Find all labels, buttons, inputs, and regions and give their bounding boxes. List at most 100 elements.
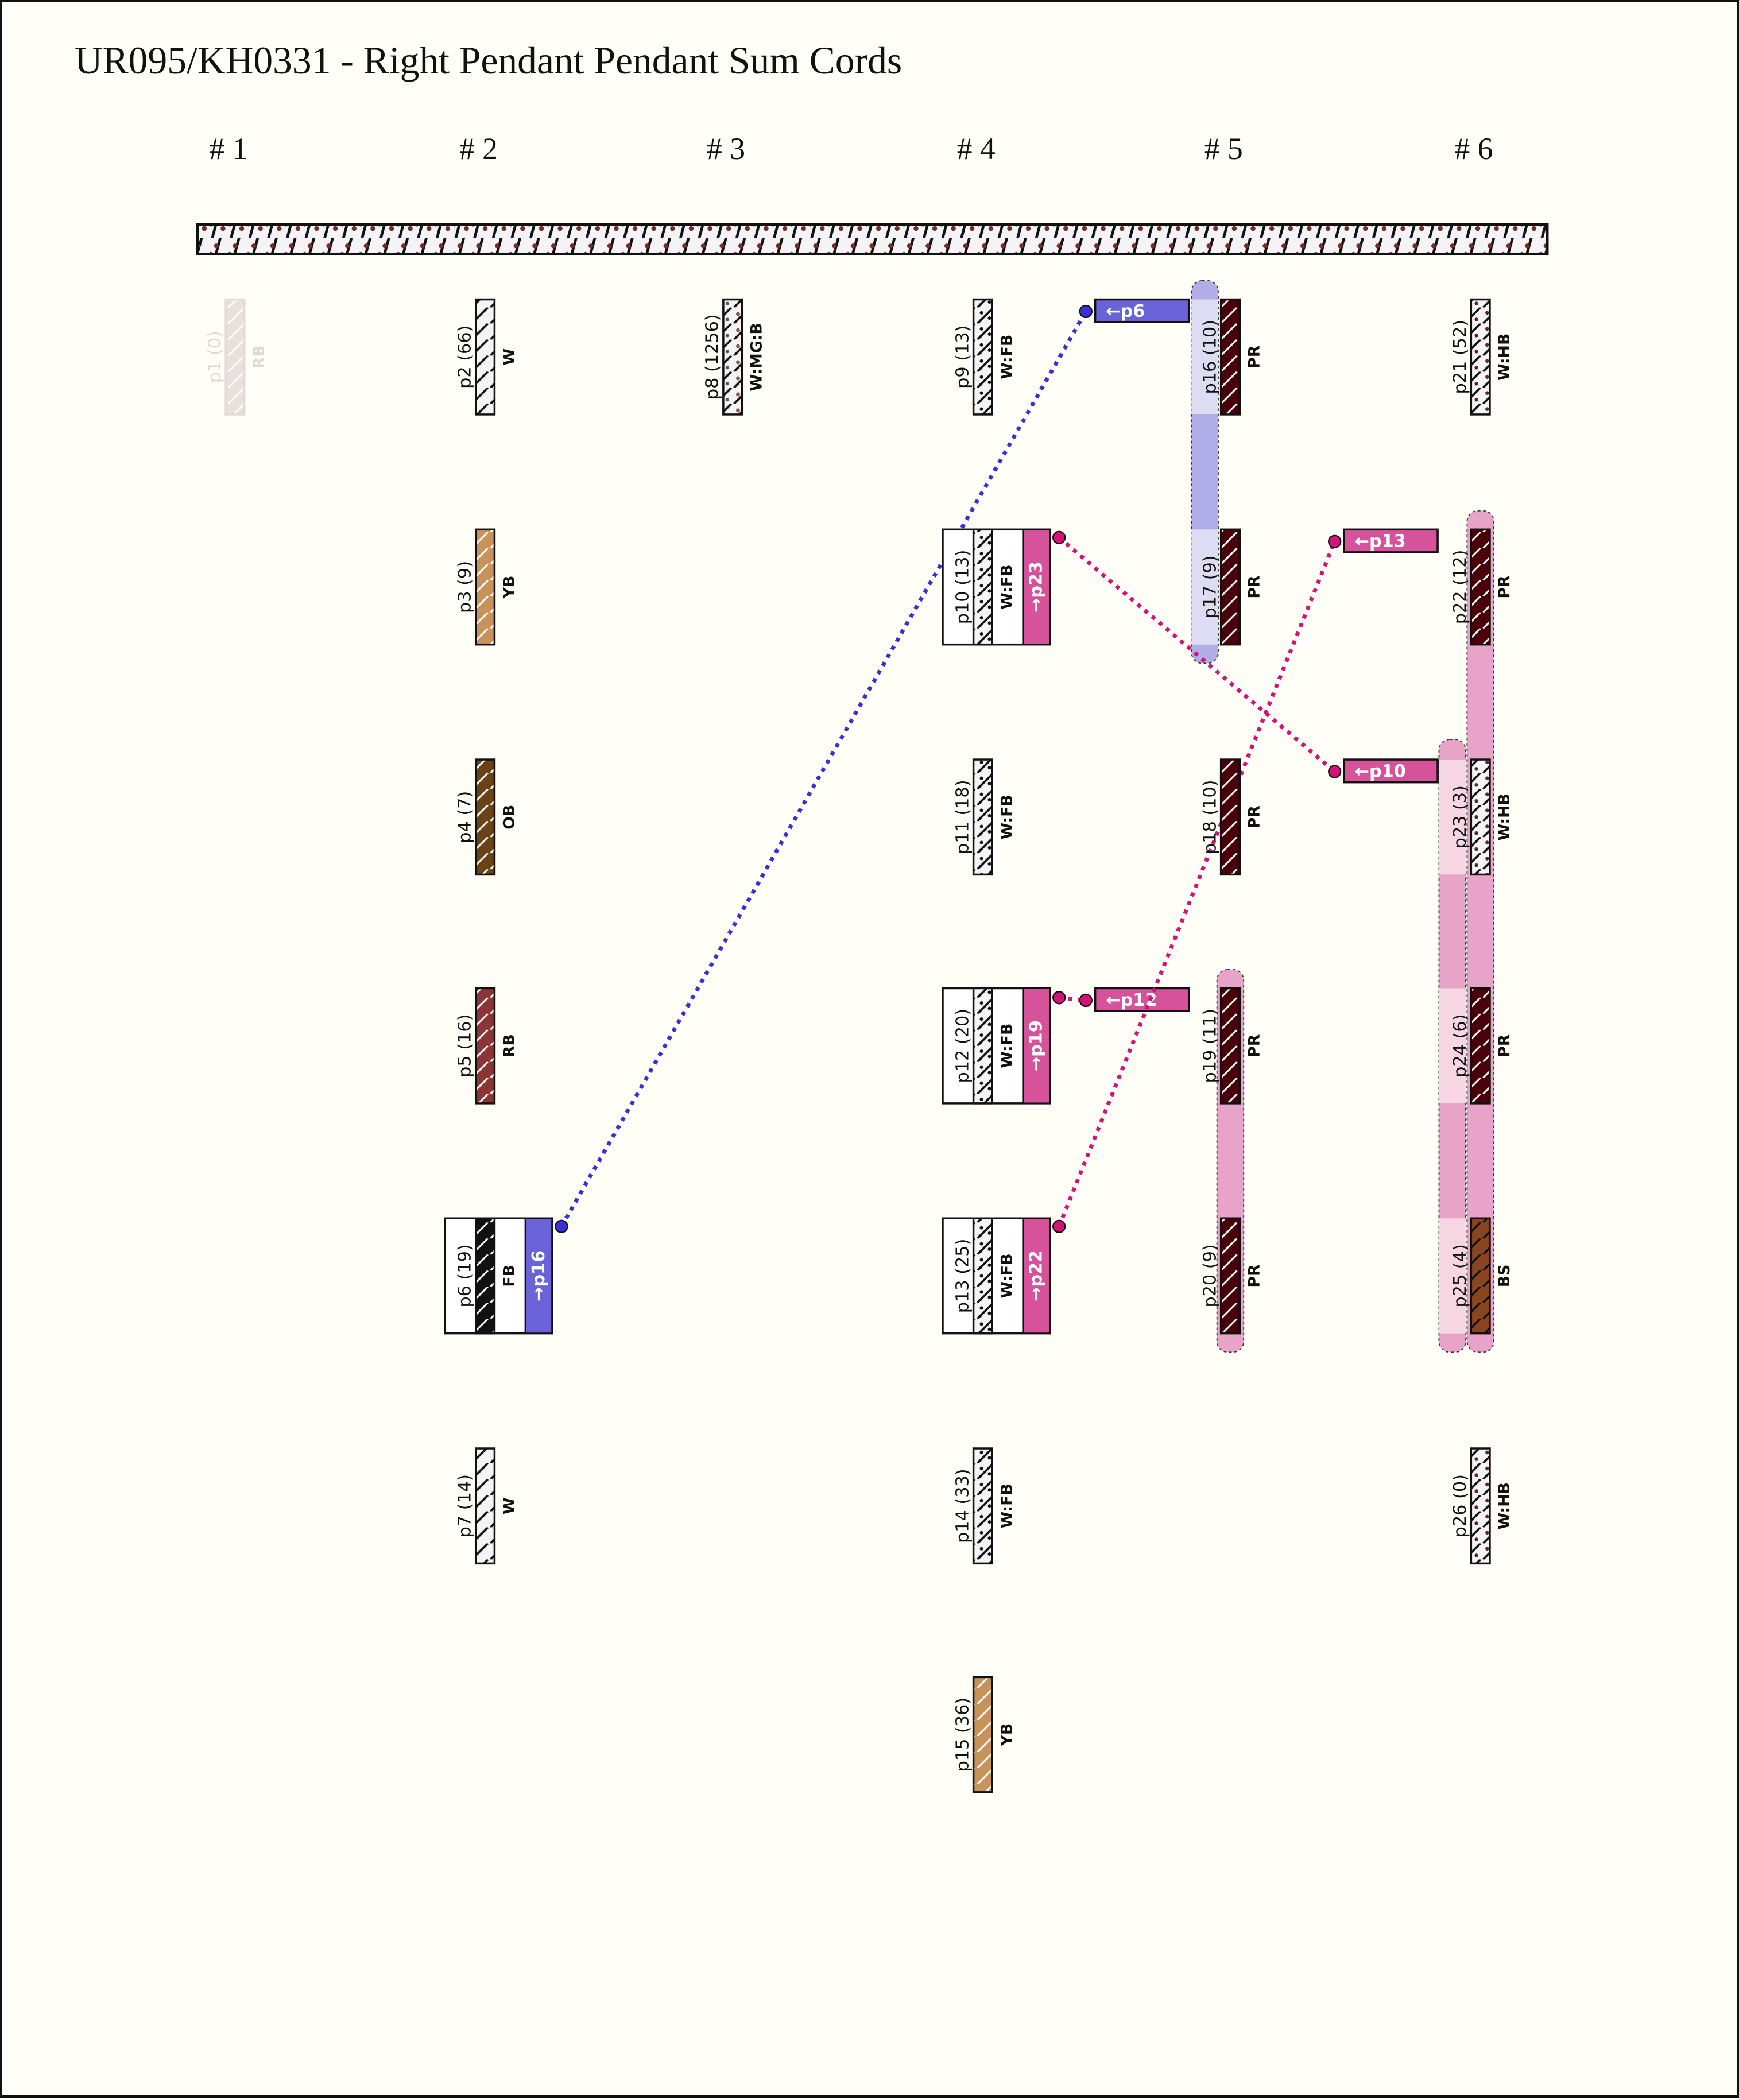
cord-p4[interactable]: p4 (7)OB bbox=[455, 758, 518, 876]
sum-link-line bbox=[1057, 540, 1337, 1227]
cord-p11[interactable]: p11 (18)W:FB bbox=[952, 758, 1016, 876]
cord-swatch[interactable] bbox=[972, 1217, 993, 1335]
cord-color-code: BS bbox=[1496, 1265, 1513, 1288]
cord-p25[interactable]: p25 (4) BS bbox=[1450, 1217, 1513, 1335]
cord-swatch[interactable] bbox=[972, 528, 993, 646]
cord-p18[interactable]: p18 (10)PR bbox=[1200, 758, 1263, 876]
group-header: # 1 bbox=[209, 131, 247, 166]
cord-p2[interactable]: p2 (66)W bbox=[455, 298, 518, 416]
cord-color-code: W:HB bbox=[1496, 334, 1513, 381]
sum-links: ←p6←p10←p12←p13 bbox=[559, 298, 1439, 1227]
cord-swatch[interactable] bbox=[972, 758, 993, 876]
cord-swatch[interactable] bbox=[1219, 528, 1241, 646]
cord-p8[interactable]: p8 (1256) W:MG:B bbox=[703, 298, 766, 416]
cord-label: p23 (3) bbox=[1450, 785, 1470, 848]
cord-color-code: PR bbox=[1245, 345, 1263, 369]
cord-label: p8 (1256) bbox=[703, 314, 723, 400]
cord-color-code: YB bbox=[501, 576, 518, 599]
cord-swatch[interactable] bbox=[1470, 528, 1491, 646]
cord-swatch[interactable] bbox=[1470, 758, 1491, 876]
sum-source-tag[interactable] bbox=[1094, 298, 1190, 323]
sum-target-tag bbox=[1022, 1217, 1051, 1335]
primary-cord[interactable] bbox=[196, 223, 1549, 255]
sum-band-p22-p25 bbox=[1466, 510, 1494, 1353]
cord-p17[interactable]: p17 (9)PR bbox=[1200, 528, 1263, 646]
cord-swatch[interactable] bbox=[475, 298, 496, 416]
cord-color-code: W:FB bbox=[998, 1483, 1016, 1528]
sum-source-label: ←p13 bbox=[1355, 532, 1406, 552]
cord-color-code: W:MG:B bbox=[748, 323, 766, 391]
sum-target-label: →p19 bbox=[1027, 1020, 1047, 1071]
cord-label: p24 (6) bbox=[1450, 1014, 1470, 1078]
cord-swatch[interactable] bbox=[1470, 1217, 1491, 1335]
cord-p26[interactable]: p26 (0)W:HB bbox=[1450, 1447, 1513, 1565]
sum-target-label: →p23 bbox=[1027, 561, 1047, 613]
sum-target-tag bbox=[524, 1217, 553, 1335]
band-highlight bbox=[1439, 988, 1466, 1103]
cord-swatch[interactable] bbox=[224, 298, 246, 416]
cord-p7[interactable]: p7 (14)W bbox=[455, 1447, 518, 1565]
cord-label: p17 (9) bbox=[1200, 555, 1220, 618]
sum-link-line bbox=[1058, 536, 1336, 773]
cord-p1[interactable]: p1 (0)RB bbox=[205, 298, 268, 416]
sum-source-tag[interactable] bbox=[1094, 987, 1190, 1012]
sum-target-tag bbox=[1022, 987, 1051, 1105]
band-highlight bbox=[1191, 299, 1218, 414]
cord-swatch[interactable] bbox=[1470, 1447, 1491, 1565]
band-highlight bbox=[1439, 760, 1466, 875]
cord-color-code: PR bbox=[1245, 1034, 1263, 1057]
sum-source-tag[interactable] bbox=[1343, 758, 1439, 784]
cord-color-code: W bbox=[501, 1497, 518, 1514]
cord-swatch[interactable] bbox=[475, 1447, 496, 1565]
cord-swatch[interactable] bbox=[1219, 1217, 1241, 1335]
group-header: # 5 bbox=[1204, 131, 1243, 166]
cord-p21[interactable]: p21 (52)W:HB bbox=[1450, 298, 1513, 416]
link-dot bbox=[1328, 765, 1342, 778]
cord-p16[interactable]: p16 (10)PR bbox=[1200, 298, 1263, 416]
cord-p3[interactable]: p3 (9)YB bbox=[455, 528, 518, 646]
cord-p14[interactable]: p14 (33) W:FB bbox=[952, 1447, 1016, 1565]
cord-p22[interactable]: p22 (12)PR bbox=[1450, 528, 1513, 646]
cord-swatch[interactable] bbox=[1470, 298, 1491, 416]
group-header: # 4 bbox=[957, 131, 996, 166]
cord-color-code: PR bbox=[1245, 805, 1263, 829]
cord-label: p25 (4) bbox=[1450, 1244, 1470, 1307]
group-header: # 3 bbox=[707, 131, 745, 166]
sum-source-tag[interactable] bbox=[1343, 528, 1439, 553]
cord-color-code: W:HB bbox=[1496, 1482, 1513, 1529]
cord-p19[interactable]: p19 (11)PR bbox=[1200, 987, 1263, 1105]
cord-swatch[interactable] bbox=[1470, 987, 1491, 1105]
cord-p5[interactable]: p5 (16)RB bbox=[455, 987, 518, 1105]
cord-label: p20 (9) bbox=[1200, 1244, 1220, 1307]
cord-swatch[interactable] bbox=[475, 758, 496, 876]
link-dot bbox=[1052, 1219, 1066, 1233]
cord-p9[interactable]: p9 (13)W:FB bbox=[952, 298, 1016, 416]
sum-target-label: →p16 bbox=[529, 1250, 549, 1301]
cord-p23[interactable]: p23 (3)W:HB bbox=[1450, 758, 1513, 876]
cord-label: p22 (12) bbox=[1450, 550, 1470, 625]
cord-swatch[interactable] bbox=[972, 1676, 993, 1793]
group-headers: # 1# 2# 3# 4# 5# 6 bbox=[209, 131, 1493, 166]
cord-swatch[interactable] bbox=[1219, 987, 1241, 1105]
sum-target-tag bbox=[1022, 528, 1051, 646]
cord-p24[interactable]: p24 (6)PR bbox=[1450, 987, 1513, 1105]
cord-swatch[interactable] bbox=[475, 987, 496, 1105]
cord-color-code: FB bbox=[501, 1265, 518, 1287]
cord-color-code: W:FB bbox=[998, 795, 1016, 839]
cord-p15[interactable]: p15 (36)YB bbox=[952, 1676, 1016, 1793]
cord-color-code: W bbox=[501, 348, 518, 366]
cord-swatch[interactable] bbox=[1219, 298, 1241, 416]
cord-swatch[interactable] bbox=[972, 987, 993, 1105]
cord-swatch[interactable] bbox=[475, 1217, 496, 1335]
cord-swatch[interactable] bbox=[972, 298, 993, 416]
cord-swatch[interactable] bbox=[1219, 758, 1241, 876]
cord-swatch[interactable] bbox=[722, 298, 743, 416]
cord-swatch[interactable] bbox=[475, 528, 496, 646]
cord-swatch[interactable] bbox=[972, 1447, 993, 1565]
cord-label: p14 (33) bbox=[952, 1469, 973, 1543]
cord-p20[interactable]: p20 (9)PR bbox=[1200, 1217, 1263, 1335]
